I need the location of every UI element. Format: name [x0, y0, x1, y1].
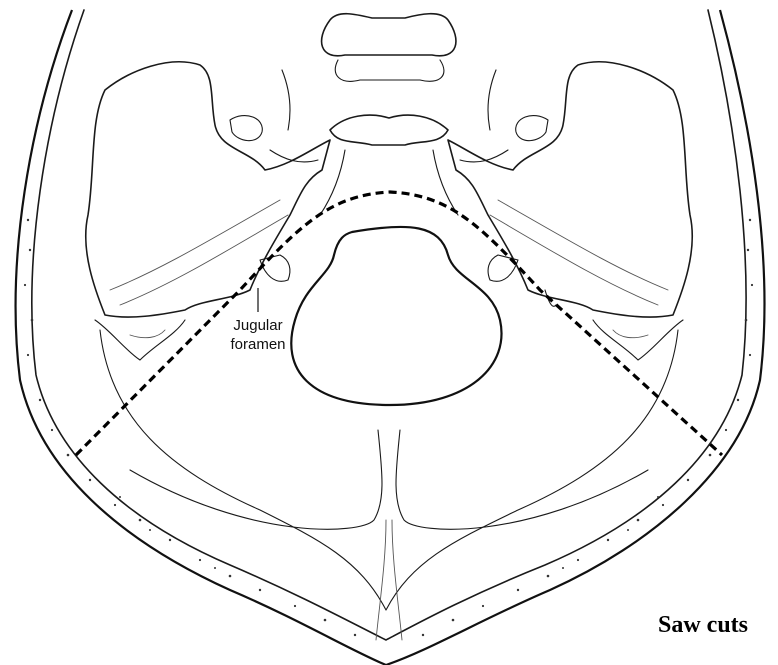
inner-skull-contour — [32, 10, 746, 640]
jugular-foramen-label-line2: foramen — [230, 336, 285, 353]
foramen-magnum — [291, 227, 501, 405]
left-temporal-bone — [86, 62, 330, 317]
right-temporal-bone — [448, 62, 692, 317]
occipital-crest — [130, 430, 382, 529]
diploe-texture-left — [24, 219, 356, 636]
sella-turcica — [322, 14, 456, 56]
saw-cut-line — [76, 192, 722, 455]
outer-skull-contour — [16, 10, 765, 665]
figure-caption: Saw cuts — [658, 612, 748, 639]
jugular-foramen-label-line1: Jugular — [233, 317, 282, 334]
